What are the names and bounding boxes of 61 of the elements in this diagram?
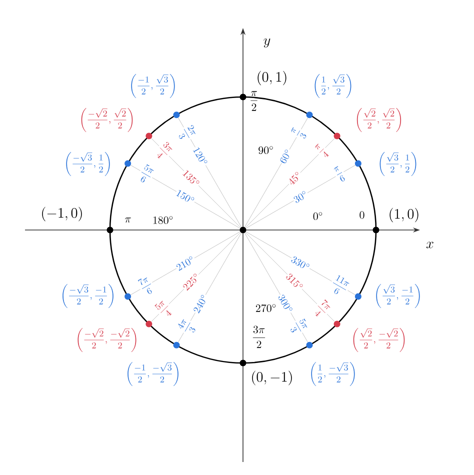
coordinate-label: $(1,0)$ xyxy=(390,208,418,222)
coordinate-label: $\left(\frac{-\sqrt{2}}{2},\frac{-\sqrt{2}}{2}\right)$ xyxy=(78,328,136,352)
coordinate-label: $\left(\frac{-\sqrt{3}}{2},\frac{1}{2}\right)$ xyxy=(66,152,110,176)
radian-label: $\frac{3\pi}{2}$ xyxy=(252,326,266,348)
degree-label: $45^\circ$ xyxy=(286,170,304,187)
radian-label: $\frac{4\pi}{3}$ xyxy=(175,316,199,338)
degree-label: $225^\circ$ xyxy=(181,272,202,292)
radius-line xyxy=(245,138,335,228)
radius-line xyxy=(246,165,356,228)
radian-label: $\frac{\pi}{6}$ xyxy=(332,164,348,184)
coordinate-label: $\left(\frac{\sqrt{2}}{2},\frac{\sqrt{2}}{2}\right)$ xyxy=(356,108,402,132)
degree-label: $300^\circ$ xyxy=(276,292,294,315)
radian-label: $\frac{5\pi}{4}$ xyxy=(152,297,176,321)
coordinate-label: $\left(\frac{\sqrt{2}}{2},\frac{-\sqrt{2}}{2}\right)$ xyxy=(353,328,405,352)
degree-label: $180^\circ$ xyxy=(153,216,173,224)
radian-label: $\frac{11\pi}{6}$ xyxy=(327,273,352,299)
coordinate-label: $(0,-1)$ xyxy=(252,370,292,386)
coordinate-label: $\left(\frac{-1}{2},\frac{\sqrt{3}}{2}\right)$ xyxy=(131,74,175,98)
degree-label: $90^\circ$ xyxy=(258,146,273,154)
radius-line xyxy=(151,138,241,228)
radius-line xyxy=(244,118,308,228)
radian-label: $\frac{5\pi}{6}$ xyxy=(136,162,157,186)
axis-label: $x$ xyxy=(426,242,434,248)
radian-label: $\frac{3\pi}{4}$ xyxy=(152,139,176,163)
coordinate-label: $(0,1)$ xyxy=(258,70,286,86)
coordinate-label: $\left(\frac{\sqrt{3}}{2},\frac{1}{2}\right)$ xyxy=(380,152,416,176)
radius-line xyxy=(244,232,308,342)
degree-label: $0^\circ$ xyxy=(313,212,322,220)
coordinate-label: $\left(\frac{-\sqrt{2}}{2},\frac{\sqrt{2}}{2}\right)$ xyxy=(81,108,133,132)
degree-label: $210^\circ$ xyxy=(174,254,196,272)
radian-label: $\frac{\pi}{3}$ xyxy=(289,125,309,142)
degree-label: $30^\circ$ xyxy=(292,189,310,204)
degree-label: $315^\circ$ xyxy=(284,272,305,292)
radius-line xyxy=(130,165,240,228)
radian-label: $\frac{2\pi}{3}$ xyxy=(175,122,199,144)
radius-line xyxy=(130,232,240,295)
coordinate-label: $\left(\frac{-\sqrt{3}}{2},\frac{-1}{2}\right)$ xyxy=(62,284,114,308)
coordinate-label: $(-1,0)$ xyxy=(42,206,82,222)
radian-label: $\frac{\pi}{4}$ xyxy=(312,142,332,160)
radian-label: $\frac{\pi}{2}$ xyxy=(250,91,258,111)
degree-label: $120^\circ$ xyxy=(192,145,210,168)
radian-label: $\frac{5\pi}{3}$ xyxy=(287,316,310,338)
degree-label: $270^\circ$ xyxy=(256,304,276,312)
axis-label: $y$ xyxy=(264,38,270,48)
degree-label: $330^\circ$ xyxy=(290,254,312,272)
radian-label: $\frac{7\pi}{6}$ xyxy=(136,274,157,298)
radius-line xyxy=(245,232,335,322)
coordinate-label: $\left(\frac{-1}{2},\frac{-\sqrt{3}}{2}\right)$ xyxy=(128,362,178,386)
radian-label: $0$ xyxy=(360,211,364,219)
radian-label: $\pi$ xyxy=(124,218,131,222)
coordinate-label: $\left(\frac{1}{2},\frac{\sqrt{3}}{2}\right)$ xyxy=(314,74,352,98)
degree-label: $135^\circ$ xyxy=(181,168,202,188)
radius-line xyxy=(151,232,241,322)
radius-line xyxy=(178,232,242,342)
radius-line xyxy=(178,118,242,228)
degree-label: $150^\circ$ xyxy=(174,188,196,206)
coordinate-label: $\left(\frac{\sqrt{3}}{2},\frac{-1}{2}\right)$ xyxy=(376,284,420,308)
radian-label: $\frac{7\pi}{4}$ xyxy=(310,297,334,321)
coordinate-label: $\left(\frac{1}{2},\frac{-\sqrt{3}}{2}\right)$ xyxy=(311,362,355,386)
degree-label: $240^\circ$ xyxy=(192,292,210,315)
degree-label: $60^\circ$ xyxy=(278,147,293,166)
